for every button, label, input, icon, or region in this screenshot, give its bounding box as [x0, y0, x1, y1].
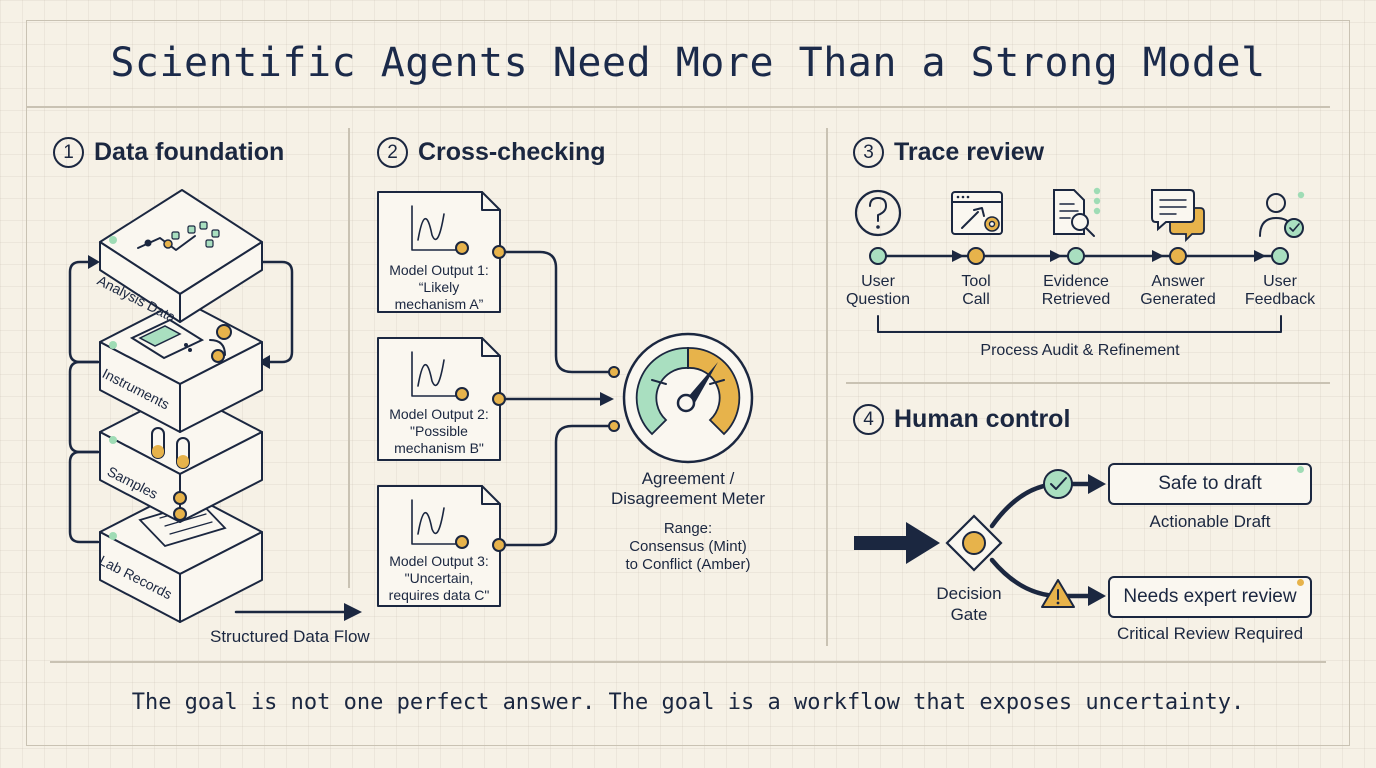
step-line: Feedback: [1244, 291, 1316, 308]
flow-label: Structured Data Flow: [210, 627, 370, 646]
return-arrow: [260, 260, 294, 364]
loop-arrow: [68, 450, 100, 544]
section-number-badge: 2: [377, 137, 408, 168]
section-trace-review-title: 3 Trace review: [853, 137, 1044, 168]
column-divider-2: [826, 128, 828, 646]
output-line: Model Output 3:: [389, 553, 489, 569]
meter-range-line: to Conflict (Amber): [625, 556, 751, 573]
meter-label-line: Agreement /: [641, 469, 735, 488]
input-arrow: [854, 522, 940, 564]
connector: [503, 250, 610, 374]
right-row-divider: [846, 382, 1330, 384]
title-divider: [26, 106, 1330, 108]
model-output-card-2: [377, 337, 506, 461]
decision-gate-label: Decision Gate: [919, 583, 1019, 625]
model-output-2-text: Model Output 2: "Possible mechanism B": [378, 406, 500, 457]
layer-instruments: [99, 299, 263, 433]
review-caption: Critical Review Required: [1116, 624, 1304, 643]
output-line: "Uncertain,: [404, 570, 474, 586]
audit-label: Process Audit & Refinement: [980, 342, 1180, 359]
section-data-foundation-title: 1 Data foundation: [53, 137, 284, 168]
footer-tagline: The goal is not one perfect answer. The …: [131, 690, 1245, 715]
step-line: Evidence: [1043, 273, 1109, 290]
output-line: Model Output 2:: [389, 406, 489, 422]
chat-bubbles-icon: [1151, 189, 1205, 243]
agreement-meter: [622, 332, 754, 464]
meter-range-line: Range:: [663, 520, 713, 537]
warning-icon: [1041, 579, 1075, 608]
model-output-card-1: [377, 191, 506, 313]
connector: [503, 424, 610, 547]
document-search-icon: [1053, 187, 1101, 237]
model-output-card-3: [377, 485, 506, 607]
section-title-text: Trace review: [894, 138, 1045, 166]
trace-step-tool-call: Tool Call: [926, 273, 1026, 309]
section-number-badge: 1: [53, 137, 84, 168]
layer-analysis-data: [99, 189, 263, 323]
step-line: User: [1263, 273, 1297, 290]
footer-divider: [50, 661, 1326, 663]
step-line: Retrieved: [1041, 291, 1111, 308]
trace-step-answer: Answer Generated: [1128, 273, 1228, 309]
section-number-badge: 3: [853, 137, 884, 168]
output-line: mechanism B": [394, 440, 484, 456]
step-line: User: [861, 273, 895, 290]
status-dot-amber: [1297, 579, 1304, 586]
section-number-badge: 4: [853, 404, 884, 435]
audit-bracket: [877, 315, 1282, 333]
output-line: Model Output 1:: [389, 262, 489, 278]
safe-to-draft-box: Safe to draft: [1108, 463, 1312, 505]
outer-frame: [26, 20, 1350, 746]
tool-settings-icon: [951, 191, 1003, 235]
section-cross-checking-title: 2 Cross-checking: [377, 137, 606, 168]
output-line: mechanism A”: [394, 296, 484, 312]
output-line: “Likely: [418, 279, 460, 295]
decision-gate: [945, 514, 1003, 572]
question-icon: [854, 189, 902, 237]
step-line: Answer: [1151, 273, 1205, 290]
trace-step-feedback: User Feedback: [1230, 273, 1330, 309]
gate-line: Decision: [936, 584, 1002, 603]
meter-range-line: Consensus (Mint): [629, 538, 747, 555]
step-line: Tool: [961, 273, 991, 290]
step-line: Question: [845, 291, 911, 308]
safe-branch: [989, 481, 1093, 529]
section-title-text: Cross-checking: [418, 138, 606, 166]
check-circle-icon: [1043, 469, 1073, 499]
output-line: requires data C": [388, 587, 490, 603]
user-check-icon: [1259, 191, 1305, 238]
trace-step-evidence: Evidence Retrieved: [1026, 273, 1126, 309]
gate-line: Gate: [950, 605, 988, 624]
step-line: Generated: [1140, 291, 1216, 308]
trace-step-user-question: User Question: [828, 273, 928, 309]
section-title-text: Data foundation: [94, 138, 285, 166]
step-line: Call: [962, 291, 990, 308]
model-output-3-text: Model Output 3: "Uncertain, requires dat…: [378, 553, 500, 604]
meter-range: Range: Consensus (Mint) to Conflict (Amb…: [588, 520, 788, 574]
meter-label-line: Disagreement Meter: [610, 489, 765, 508]
section-title-text: Human control: [894, 405, 1071, 433]
section-human-control-title: 4 Human control: [853, 404, 1070, 435]
page-title: Scientific Agents Need More Than a Stron…: [110, 40, 1266, 86]
output-line: "Possible: [410, 423, 468, 439]
model-output-1-text: Model Output 1: “Likely mechanism A”: [378, 262, 500, 313]
status-dot-mint: [1297, 466, 1304, 473]
meter-label: Agreement / Disagreement Meter: [588, 469, 788, 509]
column-divider-1: [348, 128, 350, 588]
needs-review-box: Needs expert review: [1108, 576, 1312, 618]
safe-caption: Actionable Draft: [1149, 512, 1271, 531]
